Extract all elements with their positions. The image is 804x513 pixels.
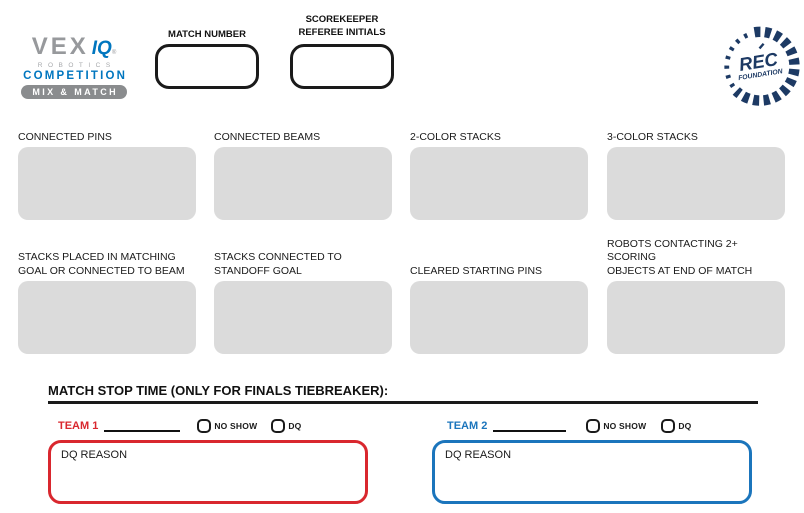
score-field-label: CONNECTED BEAMS [214,130,321,143]
team1-no-show-checkbox[interactable] [197,419,212,433]
vex-iq-competition-logo: VEX IQ ® ROBOTICS COMPETITION MIX & MATC… [18,33,130,99]
score-field-stacks-matching-goal: STACKS PLACED IN MATCHING GOAL OR CONNEC… [18,244,196,354]
team2-label: TEAM 2 [447,420,488,432]
score-field-stacks-standoff-goal: STACKS CONNECTED TO STANDOFF GOAL [214,244,392,354]
team2-dq-checkbox[interactable] [661,419,676,433]
stacks-matching-goal-box[interactable] [18,281,196,354]
three-color-stacks-box[interactable] [607,147,785,220]
score-field-label: 3-COLOR STACKS [607,130,698,143]
score-field-2-color-stacks: 2-COLOR STACKS [410,124,588,220]
team1-dq-label: DQ [288,421,302,431]
vex-robotics-text: ROBOTICS [37,62,116,69]
team2-dq-reason-label: DQ REASON [445,449,512,461]
team2-dq-label: DQ [678,421,692,431]
team2-no-show-label: NO SHOW [603,421,647,431]
two-color-stacks-box[interactable] [410,147,588,220]
season-badge-mix-and-match: MIX & MATCH [21,85,127,99]
connected-pins-box[interactable] [18,147,196,220]
team1-dq-reason-box[interactable]: DQ REASON [48,440,368,504]
team1-label: TEAM 1 [58,420,99,432]
team1-panel: TEAM 1 NO SHOW DQ DQ REASON [48,416,378,504]
team2-row: TEAM 2 NO SHOW DQ [428,416,758,436]
match-number-label: MATCH NUMBER [168,29,246,40]
vex-logo-row: VEX IQ ® [18,33,130,60]
score-field-connected-beams: CONNECTED BEAMS [214,124,392,220]
team1-number-line[interactable] [104,420,181,432]
connected-beams-box[interactable] [214,147,392,220]
team2-panel: TEAM 2 NO SHOW DQ DQ REASON [428,416,758,504]
team2-number-line[interactable] [493,420,567,432]
score-field-label: STACKS CONNECTED TO STANDOFF GOAL [214,251,342,277]
vex-wordmark: VEX [31,33,89,60]
match-number-box[interactable] [155,44,259,89]
score-field-connected-pins: CONNECTED PINS [18,124,196,220]
team1-dq-reason-label: DQ REASON [61,449,128,461]
registered-mark: ® [111,50,117,56]
match-stop-time-title: MATCH STOP TIME (ONLY FOR FINALS TIEBREA… [48,383,389,398]
scorekeeper-label-line1: SCOREKEEPER [305,14,379,25]
score-field-label: CLEARED STARTING PINS [410,264,543,277]
score-field-label: ROBOTS CONTACTING 2+ SCORING OBJECTS AT … [607,237,753,277]
cleared-starting-pins-box[interactable] [410,281,588,354]
team1-no-show-label: NO SHOW [214,421,258,431]
stacks-standoff-goal-box[interactable] [214,281,392,354]
scorekeeper-label-line2: REFEREE INITIALS [298,27,386,38]
scorekeeper-label: SCOREKEEPER REFEREE INITIALS [282,13,402,39]
robots-contacting-box[interactable] [607,281,785,354]
team2-dq-reason-box[interactable]: DQ REASON [432,440,752,504]
rec-foundation-logo: REC FOUNDATION [724,26,800,106]
team1-row: TEAM 1 NO SHOW DQ [48,416,378,436]
vex-competition-text: COMPETITION [23,70,128,82]
score-field-label: STACKS PLACED IN MATCHING GOAL OR CONNEC… [18,251,185,277]
scorekeeper-initials-box[interactable] [290,44,394,89]
score-field-cleared-starting-pins: CLEARED STARTING PINS [410,244,588,354]
score-field-label: CONNECTED PINS [18,130,112,143]
score-field-robots-contacting: ROBOTS CONTACTING 2+ SCORING OBJECTS AT … [607,237,785,354]
score-field-label: 2-COLOR STACKS [410,130,501,143]
team1-dq-checkbox[interactable] [271,419,286,433]
vex-iq-mark: IQ [91,38,112,59]
score-field-3-color-stacks: 3-COLOR STACKS [607,124,785,220]
team2-no-show-checkbox[interactable] [586,419,601,433]
section-divider-rule [48,401,758,404]
